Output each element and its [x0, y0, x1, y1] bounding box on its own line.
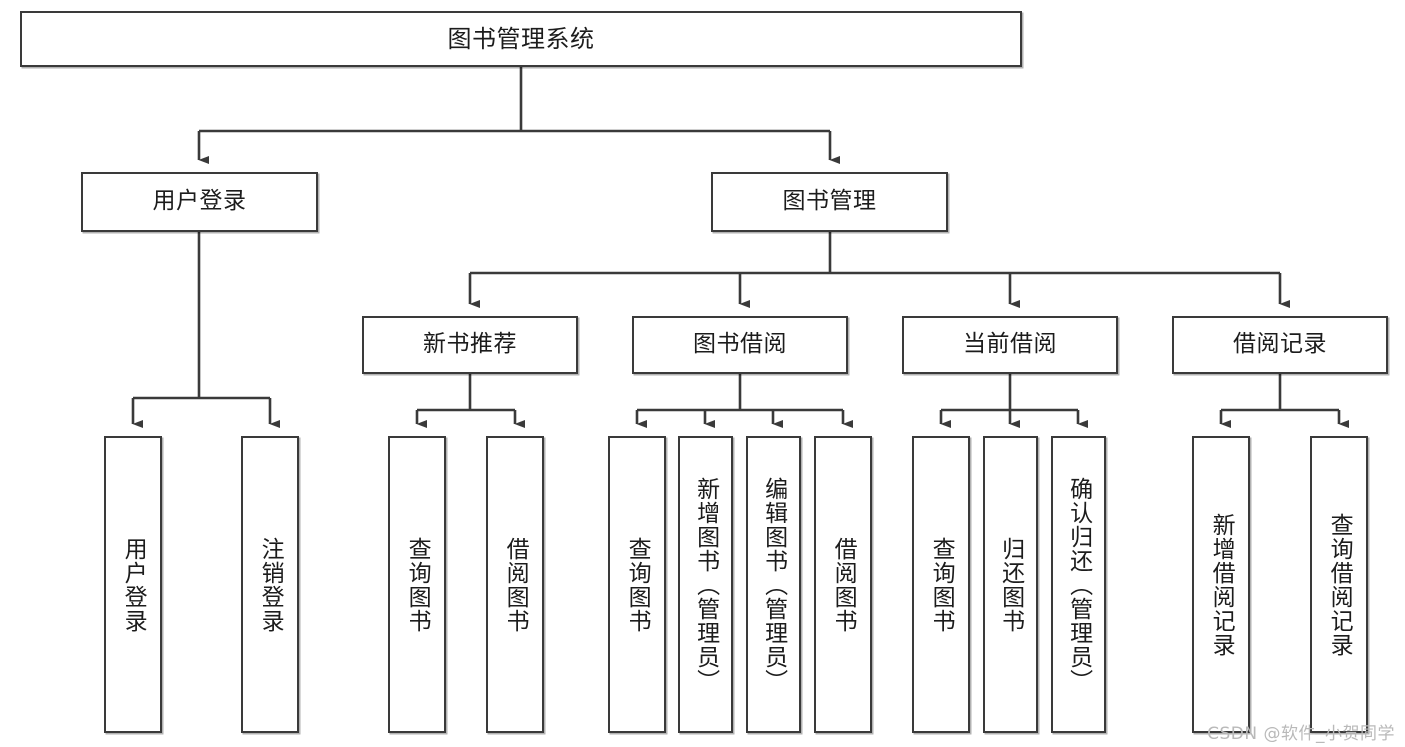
node-root-system[interactable]: 图书管理系统: [20, 11, 1022, 67]
node-label: 确认归还（管理员）: [1065, 476, 1092, 693]
node-label: 借阅图书: [502, 536, 529, 633]
node-label: 图书管理: [782, 188, 877, 215]
node-leaf-add-borrow-record[interactable]: 新增借阅记录: [1192, 436, 1250, 733]
node-leaf-query-borrow-record[interactable]: 查询借阅记录: [1310, 436, 1368, 733]
edges-records-to-leaves: [1219, 374, 1349, 428]
node-leaf-edit-book-admin[interactable]: 编辑图书（管理员）: [746, 436, 801, 733]
node-label: 新书推荐: [423, 331, 517, 358]
edges-current-to-leaves: [939, 374, 1088, 428]
node-new-book-recommend[interactable]: 新书推荐: [362, 316, 578, 374]
node-book-borrow[interactable]: 图书借阅: [632, 316, 848, 374]
csdn-watermark: CSDN @软件_小贺同学: [1207, 724, 1395, 744]
node-leaf-borrow-books-recommend[interactable]: 借阅图书: [486, 436, 544, 733]
node-label: 新增图书（管理员）: [692, 476, 719, 693]
edges-borrow-to-leaves: [635, 374, 853, 428]
node-current-borrow[interactable]: 当前借阅: [902, 316, 1118, 374]
edges-userlogin-to-leaves: [131, 232, 280, 428]
node-user-login[interactable]: 用户登录: [81, 172, 318, 232]
node-borrow-records[interactable]: 借阅记录: [1172, 316, 1388, 374]
node-label: 编辑图书（管理员）: [760, 476, 787, 693]
node-label: 当前借阅: [963, 331, 1057, 358]
node-label: 查询图书: [928, 536, 955, 633]
node-label: 新增借阅记录: [1208, 512, 1235, 657]
edges-booksmgmt-to-level3: [468, 232, 1290, 308]
edges-root-to-level2: [197, 67, 840, 164]
node-label: 查询图书: [624, 536, 651, 633]
node-label: 查询借阅记录: [1326, 512, 1353, 657]
node-leaf-query-books-current[interactable]: 查询图书: [912, 436, 970, 733]
node-book-management[interactable]: 图书管理: [711, 172, 948, 232]
node-label: 图书管理系统: [447, 24, 595, 53]
node-leaf-confirm-return-admin[interactable]: 确认归还（管理员）: [1051, 436, 1106, 733]
node-leaf-borrow-books-borrow[interactable]: 借阅图书: [814, 436, 872, 733]
node-leaf-user-login[interactable]: 用户登录: [104, 436, 162, 733]
node-label: 注销登录: [257, 536, 284, 633]
edges-newbooks-to-leaves: [415, 374, 525, 428]
node-label: 用户登录: [120, 536, 147, 633]
node-label: 借阅记录: [1233, 331, 1327, 358]
node-label: 用户登录: [152, 188, 247, 215]
node-leaf-query-books-borrow[interactable]: 查询图书: [608, 436, 666, 733]
node-label: 查询图书: [404, 536, 431, 633]
node-label: 图书借阅: [693, 331, 787, 358]
node-label: 借阅图书: [830, 536, 857, 633]
node-leaf-add-book-admin[interactable]: 新增图书（管理员）: [678, 436, 733, 733]
node-label: 归还图书: [997, 536, 1024, 633]
node-leaf-logout[interactable]: 注销登录: [241, 436, 299, 733]
node-leaf-return-books[interactable]: 归还图书: [983, 436, 1038, 733]
node-leaf-query-books-recommend[interactable]: 查询图书: [388, 436, 446, 733]
